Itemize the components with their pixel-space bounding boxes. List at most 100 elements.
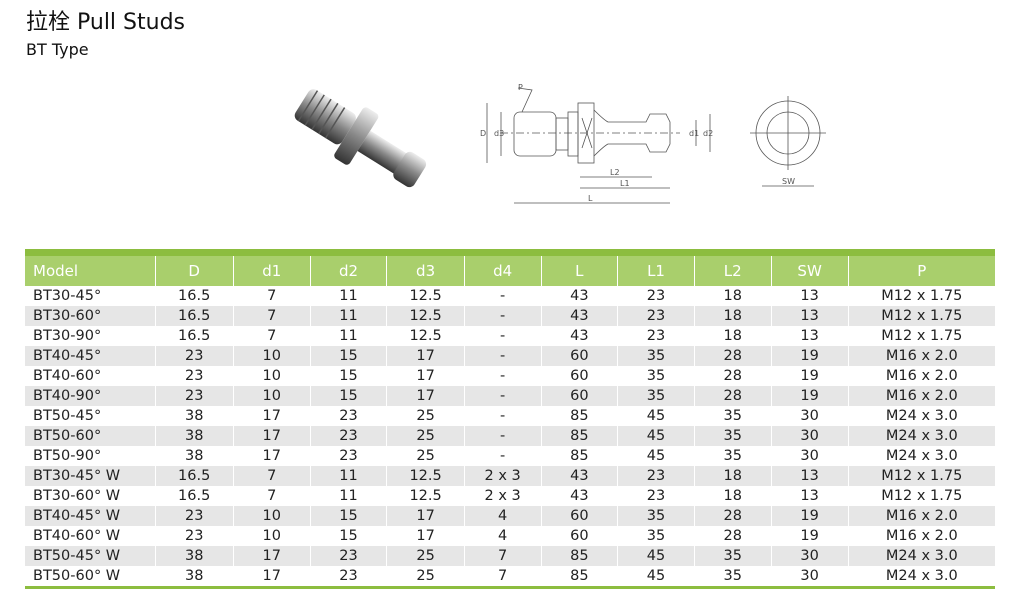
table-cell: 43 [540,466,618,486]
label-p: P [518,83,523,92]
table-cell: 17 [386,506,465,526]
table-cell: 17 [232,426,311,446]
table-cell: BT30-45° [33,288,102,304]
column-header: Model [25,256,156,286]
table-cell: 15 [309,386,387,406]
table-cell: 7 [232,466,311,486]
table-cell: 17 [232,546,311,566]
table-cell: 23 [309,406,387,426]
table-cell: 13 [770,326,849,346]
table-cell: 18 [693,306,772,326]
table-cell: 10 [232,366,311,386]
table-cell: 38 [154,566,234,586]
label-l: L [588,194,593,203]
table-cell: 25 [386,546,465,566]
table-cell: 19 [770,526,849,546]
table-cell: 28 [693,346,772,366]
table-cell: 18 [693,486,772,506]
table-cell: 30 [770,446,849,466]
table-cell: 13 [770,306,849,326]
table-cell: 45 [617,426,695,446]
table-cell: 11 [309,466,387,486]
table-cell: 16.5 [154,286,234,306]
table-cell: - [463,326,542,346]
table-cell: 35 [617,346,695,366]
table-cell: 12.5 [386,466,465,486]
table-cell: 19 [770,346,849,366]
table-cell: BT30-90° [33,328,102,344]
table-cell: M16 x 2.0 [847,366,995,386]
table-cell: 38 [154,426,234,446]
table-cell: - [463,426,542,446]
table-cell: 23 [154,506,234,526]
table-cell: M12 x 1.75 [847,286,995,306]
table-cell: 18 [693,466,772,486]
table-cell: 28 [693,506,772,526]
table-cell: 30 [770,546,849,566]
table-cell: 38 [154,446,234,466]
table-cell: M16 x 2.0 [847,346,995,366]
table-cell: 16.5 [154,466,234,486]
table-cell: 85 [540,446,618,466]
table-cell: 23 [617,306,695,326]
table-cell: 18 [693,286,772,306]
table-cell: BT40-60° W [33,528,121,544]
table-cell: 23 [309,426,387,446]
column-header: SW [770,256,849,286]
table-cell: 25 [386,406,465,426]
table-cell: 35 [617,506,695,526]
table-cell: - [463,386,542,406]
table-cell: 19 [770,386,849,406]
technical-drawing: P D d3 d1 d2 L2 L1 L SW [480,83,826,204]
label-l2: L2 [610,168,620,177]
table-cell: 60 [540,526,618,546]
table-cell: 10 [232,346,311,366]
table-cell: 43 [540,326,618,346]
table-cell: BT30-60° W [33,488,121,504]
table-cell: 16.5 [154,486,234,506]
table-cell: - [463,306,542,326]
table-cell: 13 [770,486,849,506]
label-d3: d3 [494,129,504,138]
table-cell: BT50-90° [33,448,102,464]
table-cell: 17 [386,366,465,386]
table-cell: 23 [309,566,387,586]
table-cell: 11 [309,306,387,326]
table-cell: 17 [232,406,311,426]
table-cell: 7 [232,326,311,346]
table-cell: 7 [232,306,311,326]
table-cell: M16 x 2.0 [847,386,995,406]
page-title: 拉栓 Pull Studs [26,10,185,35]
table-cell: 23 [309,446,387,466]
table-cell: BT40-60° [33,368,102,384]
table-cell: 85 [540,546,618,566]
table-cell: 23 [309,546,387,566]
table-cell: 18 [693,326,772,346]
table-cell: 25 [386,446,465,466]
table-cell: M12 x 1.75 [847,466,995,486]
table-cell: 23 [617,326,695,346]
table-cell: - [463,346,542,366]
table-cell: 10 [232,386,311,406]
table-cell: 17 [232,446,311,466]
table-cell: M24 x 3.0 [847,446,995,466]
table-cell: M24 x 3.0 [847,426,995,446]
table-cell: 12.5 [386,486,465,506]
table-cell: - [463,406,542,426]
column-header: d3 [386,256,465,286]
table-cell: M12 x 1.75 [847,486,995,506]
table-cell: M12 x 1.75 [847,306,995,326]
table-cell: 23 [617,486,695,506]
table-cell: BT50-60° [25,426,156,446]
table-cell: BT50-45° W [25,546,156,566]
table-cell: BT30-60° [25,306,156,326]
